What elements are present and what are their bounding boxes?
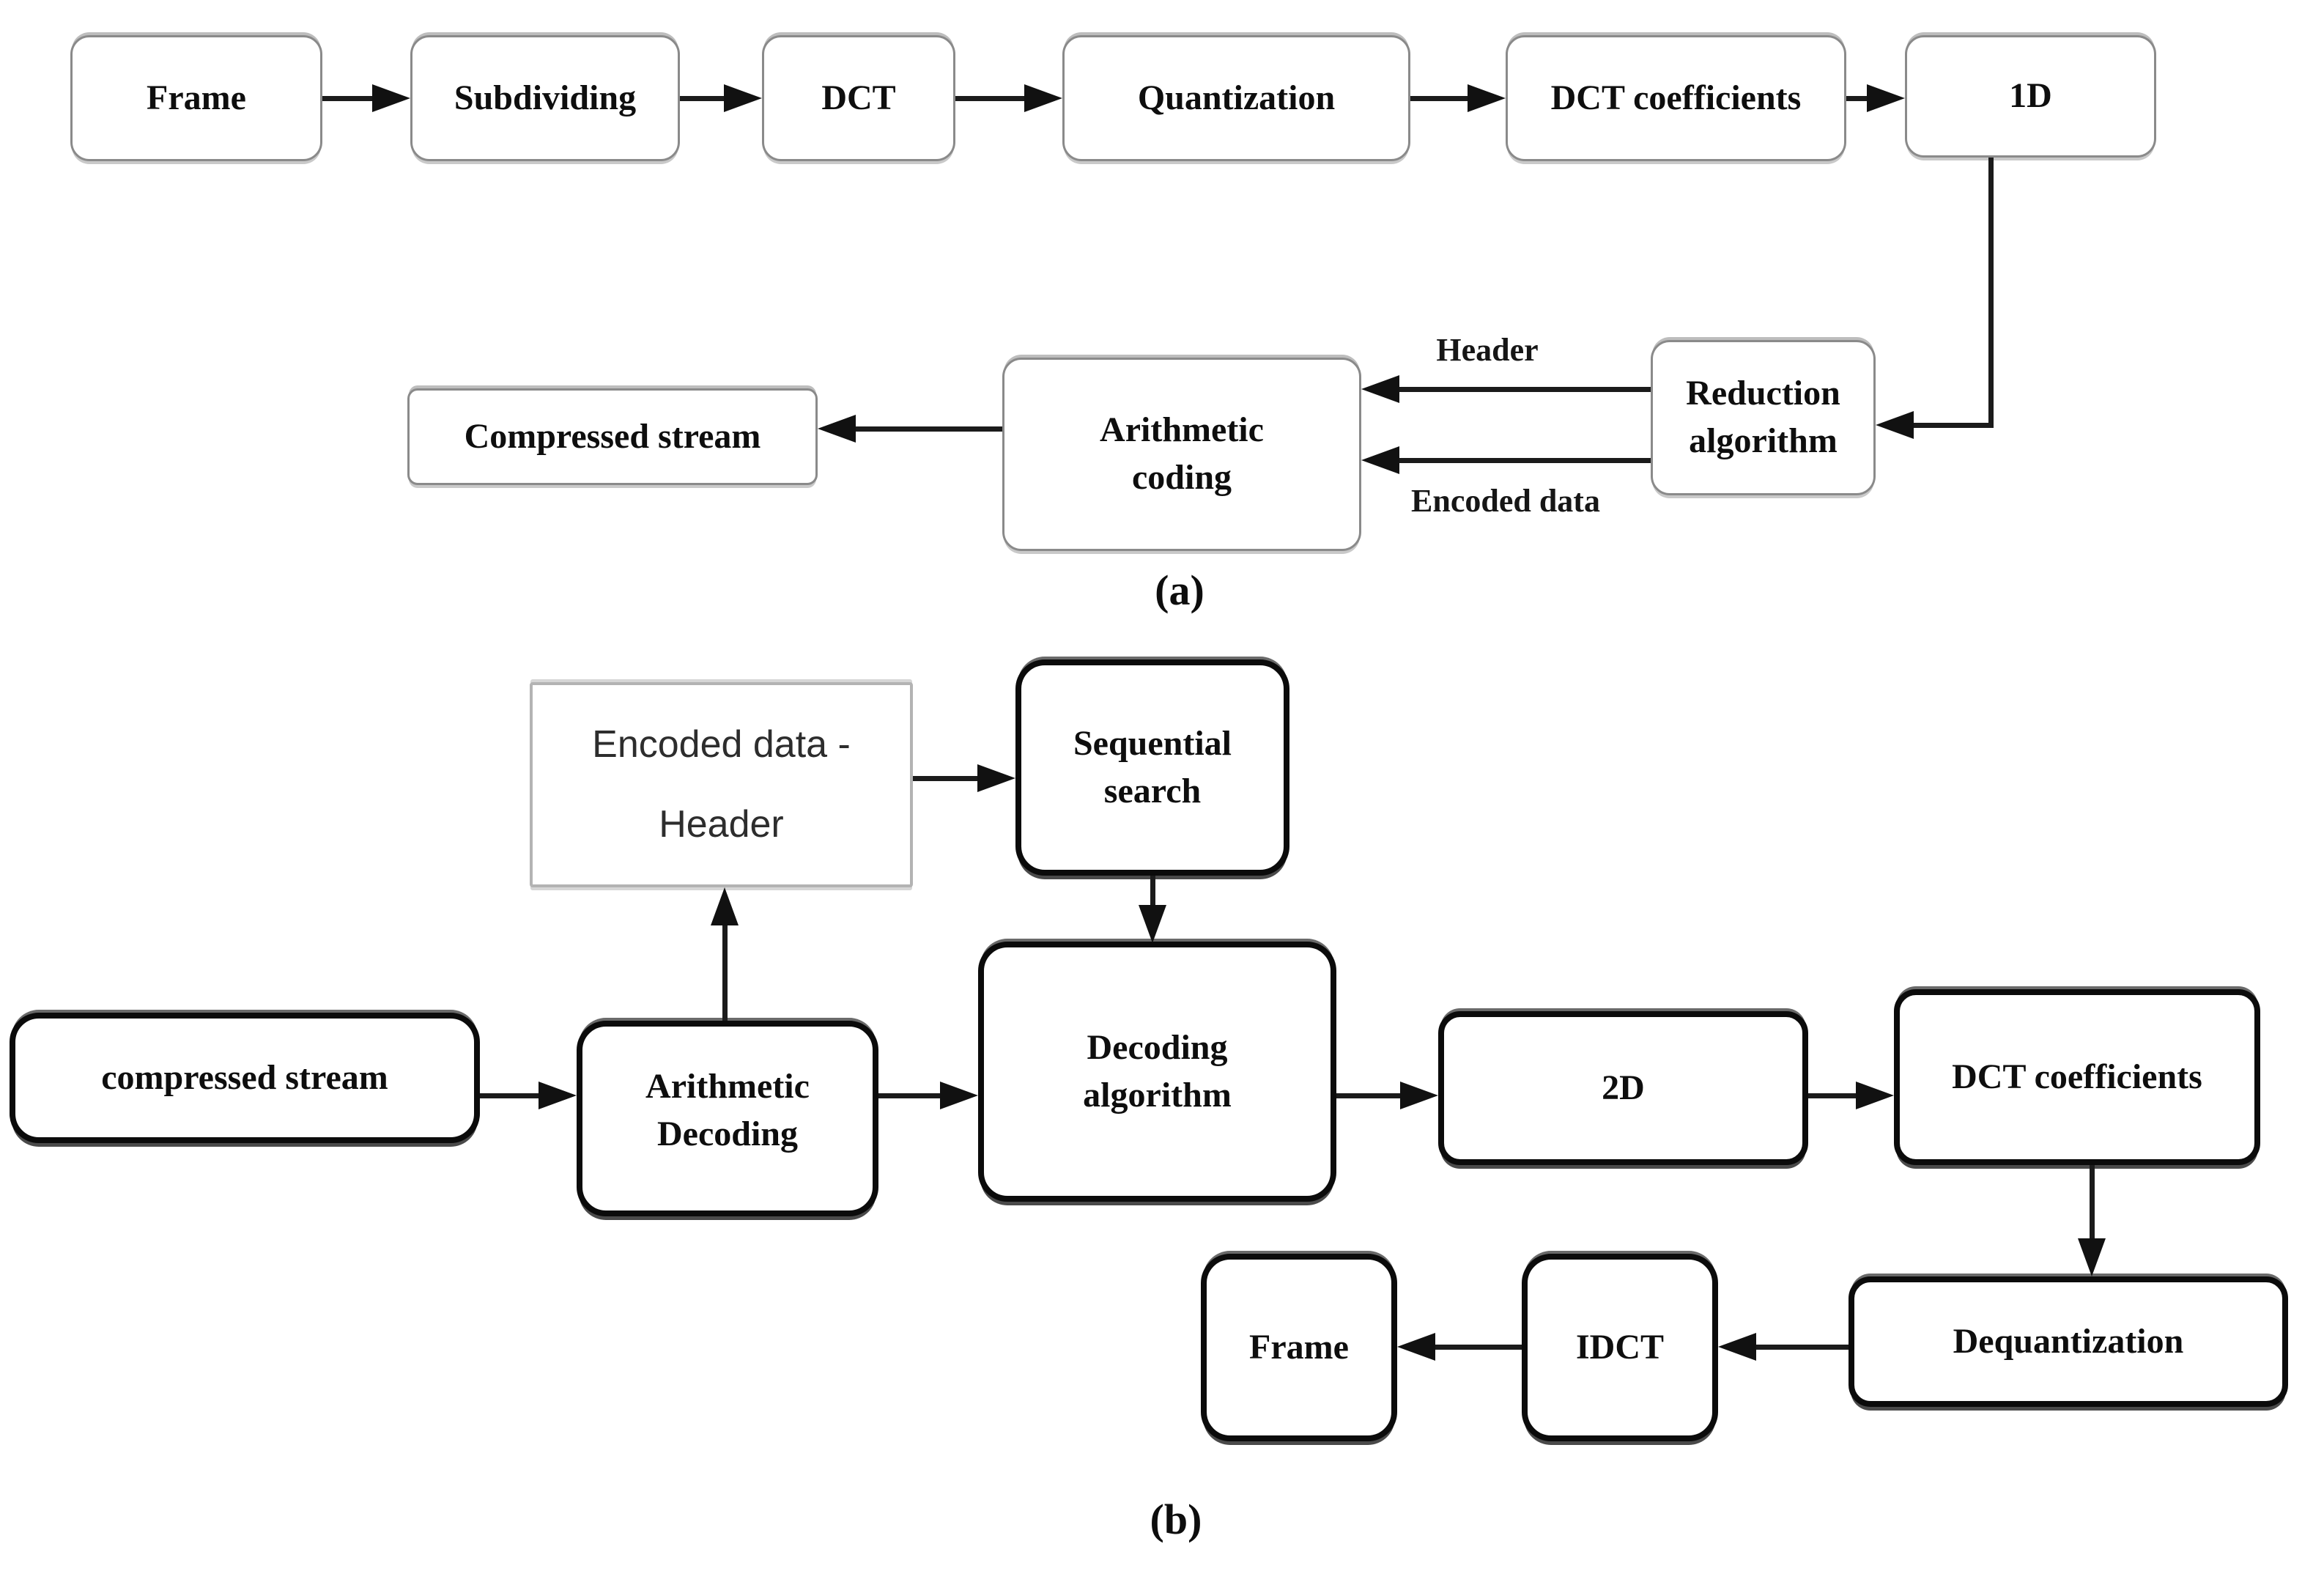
- node-compressed-stream-a: Compressed stream: [407, 388, 818, 485]
- node-encoded-data-header: Encoded data - Header: [530, 682, 913, 887]
- arrowhead-idct-to-frame: [1397, 1333, 1435, 1361]
- caption-b: (b): [1150, 1496, 1202, 1543]
- arrowhead-decoding-to-encoded-up: [711, 887, 739, 925]
- node-reduction-algorithm: Reduction algorithm: [1651, 340, 1876, 495]
- node-compressed-stream-b: compressed stream: [10, 1013, 480, 1143]
- arrow-idct-to-frame: [1433, 1345, 1522, 1350]
- arrowhead-quantization-to-dctcoeff: [1468, 84, 1506, 112]
- node-arithmetic-decoding: Arithmetic Decoding: [577, 1021, 878, 1216]
- arrowhead-reduction-encoded: [1361, 446, 1399, 474]
- node-quantization: Quantization: [1062, 35, 1410, 161]
- node-1d: 1D: [1905, 35, 2156, 158]
- arrow-decoding-to-2d: [1336, 1093, 1404, 1098]
- arrowhead-sequential-to-decoding: [1139, 905, 1166, 943]
- node-dct: DCT: [762, 35, 955, 161]
- node-dct-coefficients-a: DCT coefficients: [1506, 35, 1846, 161]
- node-frame-b: Frame: [1201, 1254, 1397, 1441]
- node-sequential-search: Sequential search: [1015, 659, 1289, 876]
- node-frame-a: Frame: [70, 35, 322, 161]
- node-subdividing: Subdividing: [410, 35, 680, 161]
- arrowhead-frame-to-subdividing: [372, 84, 410, 112]
- node-dct-coefficients-b: DCT coefficients: [1894, 989, 2260, 1165]
- arrowhead-dctcoeff-to-dequant: [2078, 1238, 2106, 1276]
- arrow-frame-to-subdividing: [322, 96, 377, 101]
- arrowhead-dequant-to-idct: [1718, 1333, 1756, 1361]
- arrowhead-decoding-to-2d: [1400, 1082, 1438, 1109]
- arrow-decoding-to-encoded-up: [722, 922, 728, 1021]
- caption-a: (a): [1155, 566, 1204, 614]
- arrowhead-compressed-to-arithdec: [539, 1082, 577, 1109]
- arrowhead-dct-to-quantization: [1024, 84, 1062, 112]
- arrow-coding-to-compressed: [854, 426, 1002, 432]
- arrowhead-arithdec-to-decoding: [940, 1082, 978, 1109]
- arrow-dctcoeff-to-dequant: [2090, 1165, 2095, 1242]
- connector-1d-down: [1988, 158, 1994, 427]
- arrow-encoded-to-sequential: [913, 776, 982, 781]
- arrowhead-2d-to-dctcoeff: [1856, 1082, 1894, 1109]
- arrow-subdividing-to-dct: [680, 96, 728, 101]
- arrowhead-coding-to-compressed: [818, 415, 856, 443]
- arrow-compressed-to-arithdec: [480, 1093, 542, 1098]
- arrowhead-encoded-to-sequential: [977, 764, 1015, 792]
- arrow-dct-to-quantization: [955, 96, 1029, 101]
- arrow-reduction-encoded: [1398, 458, 1651, 463]
- node-2d: 2D: [1438, 1011, 1808, 1165]
- node-dequantization: Dequantization: [1849, 1276, 2288, 1407]
- arrowhead-reduction-header: [1361, 375, 1399, 403]
- arrowhead-1d-to-reduction: [1876, 411, 1914, 439]
- arrow-dctcoeff-to-1d: [1846, 96, 1872, 101]
- arrow-sequential-to-decoding: [1150, 876, 1155, 909]
- connector-1d-left: [1914, 423, 1994, 428]
- arrowhead-subdividing-to-dct: [724, 84, 762, 112]
- arrow-dequant-to-idct: [1755, 1345, 1849, 1350]
- arrow-quantization-to-dctcoeff: [1410, 96, 1473, 101]
- arrow-reduction-header: [1398, 387, 1651, 392]
- edge-label-encoded-data: Encoded data: [1411, 483, 1600, 519]
- node-idct: IDCT: [1522, 1254, 1718, 1441]
- arrowhead-dctcoeff-to-1d: [1867, 84, 1905, 112]
- node-arithmetic-coding: Arithmetic coding: [1002, 358, 1361, 551]
- node-decoding-algorithm: Decoding algorithm: [978, 942, 1336, 1202]
- arrow-arithdec-to-decoding: [878, 1093, 944, 1098]
- arrow-2d-to-dctcoeff: [1808, 1093, 1859, 1098]
- edge-label-header: Header: [1436, 332, 1539, 368]
